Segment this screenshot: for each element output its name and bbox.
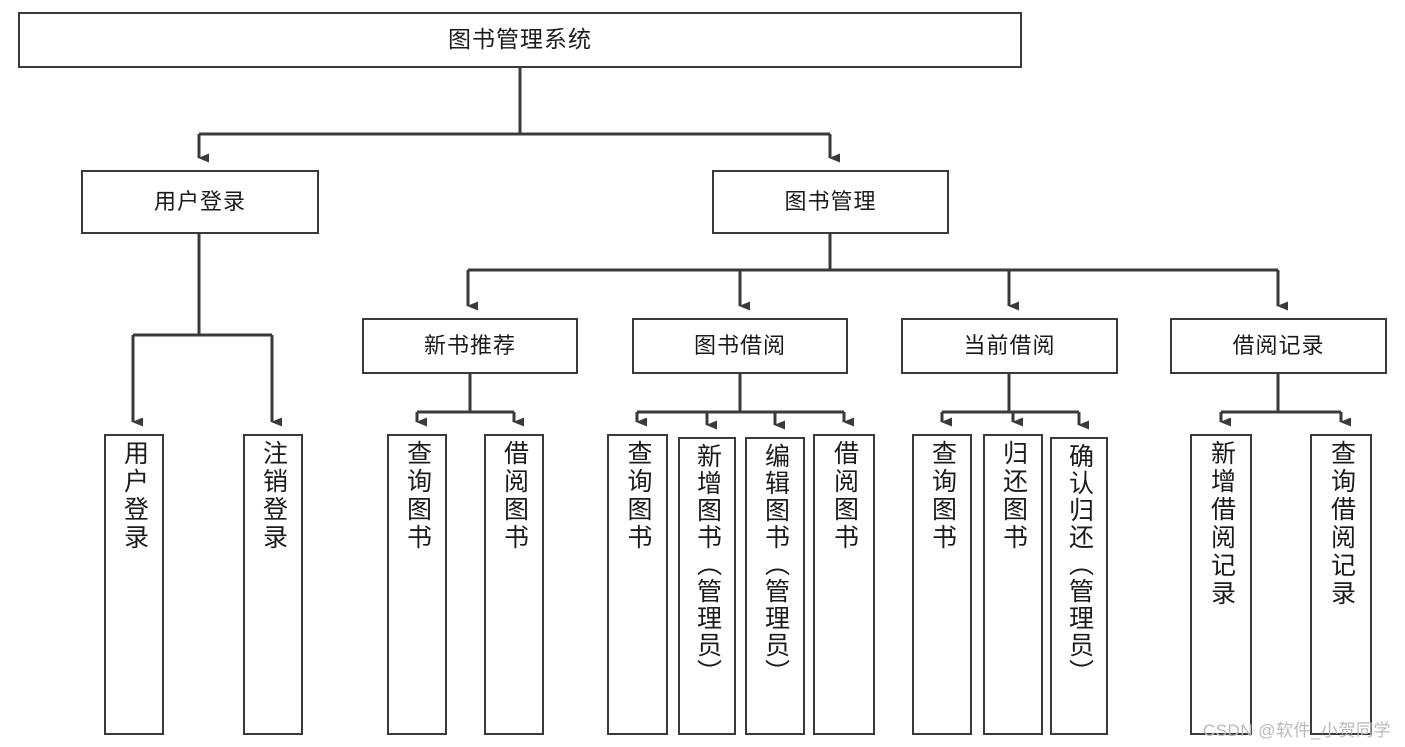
node-label: 新书推荐	[423, 333, 516, 359]
node-label: 注销登录	[259, 440, 288, 552]
node-label: 归还图书	[999, 440, 1028, 552]
node-level3-book-borrow[interactable]: 图书借阅	[632, 318, 848, 374]
leaf-borrow-books-recommend[interactable]: 借阅图书	[484, 434, 544, 735]
node-label: 确认归还（管理员）	[1065, 443, 1094, 686]
node-label: 借阅记录	[1232, 333, 1325, 359]
node-label: 当前借阅	[963, 333, 1056, 359]
node-level2-book-management[interactable]: 图书管理	[712, 170, 949, 234]
node-label: 新增图书（管理员）	[693, 443, 722, 686]
leaf-edit-book-admin[interactable]: 编辑图书（管理员）	[745, 437, 805, 735]
node-label: 编辑图书（管理员）	[761, 443, 790, 686]
node-level3-borrow-records[interactable]: 借阅记录	[1170, 318, 1387, 374]
node-label: 图书管理	[784, 189, 877, 215]
node-label: 查询图书	[928, 440, 957, 552]
node-label: 图书借阅	[693, 333, 786, 359]
leaf-query-books-borrow[interactable]: 查询图书	[607, 434, 668, 735]
leaf-query-books-recommend[interactable]: 查询图书	[387, 434, 447, 735]
leaf-add-book-admin[interactable]: 新增图书（管理员）	[678, 437, 736, 735]
node-label: 查询图书	[624, 440, 652, 552]
leaf-query-books-current[interactable]: 查询图书	[912, 434, 972, 735]
node-level2-user-login[interactable]: 用户登录	[81, 170, 319, 234]
leaf-user-login[interactable]: 用户登录	[104, 434, 164, 735]
leaf-confirm-return-admin[interactable]: 确认归还（管理员）	[1050, 437, 1108, 735]
leaf-borrow-books[interactable]: 借阅图书	[813, 434, 875, 735]
leaf-query-borrow-record[interactable]: 查询借阅记录	[1310, 434, 1372, 735]
watermark-text: CSDN @软件_小贺同学	[1202, 721, 1391, 740]
node-root[interactable]: 图书管理系统	[18, 12, 1022, 68]
node-label: 借阅图书	[830, 440, 859, 552]
leaf-logout-login[interactable]: 注销登录	[243, 434, 303, 735]
node-label: 查询借阅记录	[1327, 440, 1356, 608]
node-level3-current-borrow[interactable]: 当前借阅	[901, 318, 1118, 374]
node-label: 用户登录	[153, 189, 246, 215]
node-label: 查询图书	[403, 440, 432, 552]
leaf-add-borrow-record[interactable]: 新增借阅记录	[1190, 434, 1252, 735]
node-label: 用户登录	[120, 440, 149, 552]
node-label: 借阅图书	[500, 440, 529, 552]
node-level3-new-book-recommend[interactable]: 新书推荐	[362, 318, 578, 374]
node-label: 新增借阅记录	[1207, 440, 1236, 608]
leaf-return-books[interactable]: 归还图书	[983, 434, 1043, 735]
node-label: 图书管理系统	[448, 26, 592, 53]
